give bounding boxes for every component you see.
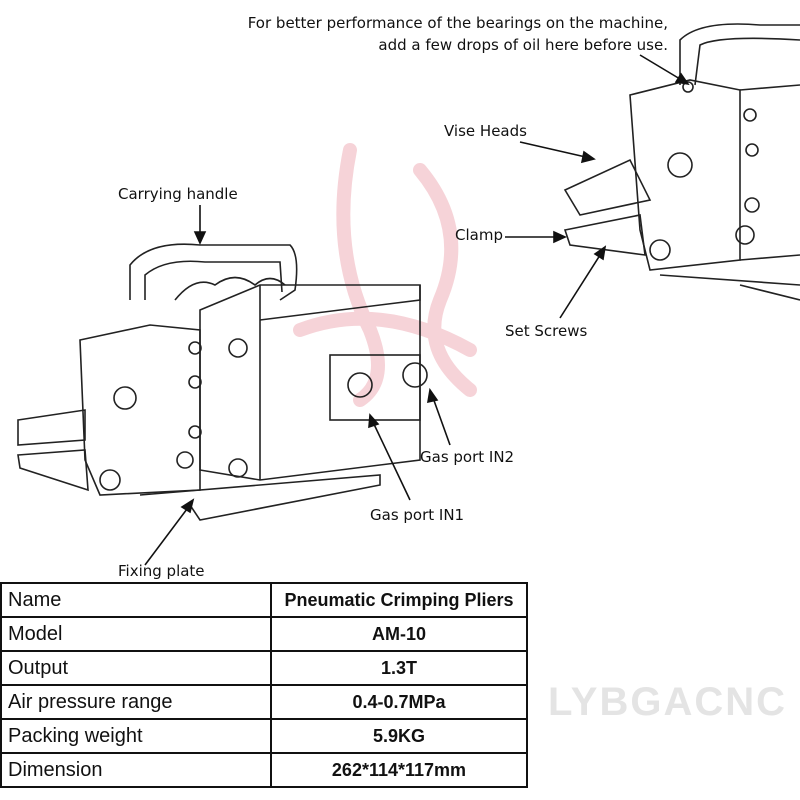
vise-head (79, 324, 201, 496)
spec-value: 262*114*117mm (270, 752, 528, 788)
spec-value: 5.9KG (270, 718, 528, 754)
label-clamp: Clamp (455, 226, 503, 244)
brand-logo (293, 143, 477, 407)
spec-label: Output (0, 650, 272, 686)
gas-port-in2 (402, 362, 428, 388)
callout-arrows (144, 54, 690, 566)
detail-machine (563, 23, 800, 301)
spec-value: 0.4-0.7MPa (270, 684, 528, 720)
watermark-text: LYBGACNC (548, 680, 787, 724)
spec-label: Name (0, 582, 272, 618)
spec-label: Dimension (0, 752, 272, 788)
oil-note-line1: For better performance of the bearings o… (247, 14, 668, 32)
label-gas-port-in2: Gas port IN2 (420, 448, 515, 466)
jaws (17, 409, 89, 492)
machine-illustration (17, 23, 800, 566)
fixing-plate (139, 474, 381, 521)
spec-label: Packing weight (0, 718, 272, 754)
spec-label: Air pressure range (0, 684, 272, 720)
spec-label: Model (0, 616, 272, 652)
spec-value: 1.3T (270, 650, 528, 686)
spec-value: AM-10 (270, 616, 528, 652)
main-machine (17, 243, 428, 521)
label-gas-port-in1: Gas port IN1 (370, 506, 465, 524)
label-carrying-handle: Carrying handle (118, 185, 238, 203)
label-set-screws: Set Screws (505, 322, 588, 340)
label-vise-heads: Vise Heads (444, 122, 527, 140)
spec-value: Pneumatic Crimping Pliers (270, 582, 528, 618)
oil-note: For better performance of the bearings o… (248, 12, 668, 56)
carrying-handle (129, 243, 298, 301)
gas-port-in1 (347, 372, 373, 398)
label-fixing-plate: Fixing plate (118, 562, 205, 580)
oil-note-line2: add a few drops of oil here before use. (378, 36, 668, 54)
